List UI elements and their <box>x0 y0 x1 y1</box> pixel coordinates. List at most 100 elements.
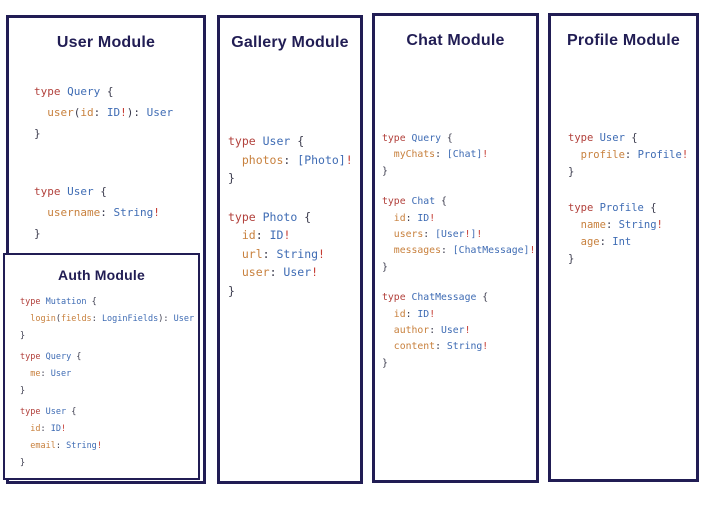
code-token: user <box>241 265 270 279</box>
code-line: photos: [Photo]! <box>228 151 353 170</box>
code-token: type <box>382 292 412 304</box>
code-token <box>20 424 30 434</box>
code-token: ! <box>476 229 483 241</box>
code-line: type Mutation { <box>20 294 194 311</box>
code-token <box>568 236 581 248</box>
code-token: Chat <box>411 196 436 208</box>
code-token: String <box>618 219 657 231</box>
code-token <box>382 341 394 352</box>
code-line: } <box>568 164 688 181</box>
code-token: Int <box>612 236 632 248</box>
code-token: } <box>382 261 388 273</box>
code-token: User <box>262 134 291 148</box>
code-token: ): <box>126 106 147 119</box>
code-token: ): <box>158 314 174 324</box>
code-line: type Chat { <box>382 194 535 210</box>
profile-module-code: type User { profile: Profile!}type Profi… <box>568 130 688 268</box>
code-token: User <box>440 325 465 337</box>
code-line: login(fields: LoginFields): User <box>20 311 194 328</box>
gallery-module-code: type User { photos: [Photo]!}type Photo … <box>228 132 353 300</box>
code-token: } <box>568 166 575 178</box>
code-block: type Query { myChats: [Chat]!} <box>382 131 535 180</box>
code-token: ! <box>429 308 436 320</box>
code-token <box>382 325 394 336</box>
code-token: : <box>599 236 613 248</box>
code-token <box>228 153 242 167</box>
code-token: String <box>276 246 319 261</box>
code-line: name: String! <box>568 217 688 234</box>
code-token: ! <box>345 152 353 167</box>
code-token: Query <box>411 133 442 144</box>
code-token: } <box>20 386 26 396</box>
code-token: { <box>441 133 453 144</box>
code-line: id: ID! <box>382 211 535 227</box>
code-token: ! <box>464 325 471 337</box>
code-block: type Mutation { login(fields: LoginField… <box>20 294 194 345</box>
code-block: type Profile { name: String! age: Int} <box>568 200 688 268</box>
code-token: { <box>476 292 489 304</box>
code-token: type <box>382 133 412 144</box>
code-token: ! <box>681 149 689 161</box>
code-token: } <box>20 331 26 341</box>
code-token: { <box>93 185 107 198</box>
code-token: : <box>423 229 436 241</box>
code-block: type User { photos: [Photo]!} <box>228 132 353 188</box>
code-line: type Profile { <box>568 200 688 217</box>
code-token: Query <box>67 85 101 98</box>
auth-module-code: type Mutation { login(fields: LoginField… <box>20 294 194 472</box>
code-token: : <box>435 341 447 353</box>
gallery-module-panel: Gallery Module type User { photos: [Phot… <box>217 15 363 484</box>
code-token: } <box>228 171 235 185</box>
code-token: ! <box>120 106 127 119</box>
code-token <box>382 309 394 320</box>
code-token: } <box>34 127 41 140</box>
code-line: profile: Profile! <box>568 147 689 164</box>
auth-module-title: Auth Module <box>58 267 145 283</box>
code-line: } <box>20 383 194 400</box>
code-token: me <box>30 369 41 379</box>
code-token: id <box>30 424 41 434</box>
code-token: : <box>435 149 447 161</box>
code-line: } <box>568 251 688 268</box>
code-token: type <box>34 185 68 198</box>
code-token: : <box>624 149 638 161</box>
code-token: ID <box>417 308 430 320</box>
code-token: User <box>67 185 94 198</box>
code-token: String <box>446 341 483 353</box>
code-token: url <box>241 246 263 261</box>
code-token <box>568 219 581 231</box>
code-token: } <box>382 165 388 177</box>
user-module-code: type Query { user(id: ID!): User}type Us… <box>34 81 173 244</box>
code-token <box>228 247 242 261</box>
code-line: users: [User!]! <box>382 227 535 243</box>
code-token: : <box>405 308 418 320</box>
code-line: } <box>382 356 535 372</box>
code-line: type User { <box>568 130 688 147</box>
code-line: url: String! <box>228 245 353 264</box>
code-token: type <box>20 352 46 362</box>
code-token: User <box>146 106 174 119</box>
code-line: user(id: ID!): User <box>34 102 173 123</box>
code-token: type <box>568 132 600 144</box>
code-token: User <box>45 407 67 417</box>
code-token: : <box>262 246 277 261</box>
code-token: ] <box>470 229 477 241</box>
code-token: User <box>50 369 72 379</box>
code-line: } <box>20 328 194 345</box>
code-line: } <box>228 282 353 301</box>
code-token: myChats <box>393 149 436 161</box>
code-line: myChats: [Chat]! <box>382 147 535 163</box>
code-token: { <box>71 352 82 362</box>
code-token: Photo <box>262 209 298 224</box>
code-token: } <box>34 227 41 240</box>
code-token: ID <box>417 212 430 224</box>
code-line: type Query { <box>382 131 535 147</box>
code-token: : <box>283 152 298 167</box>
code-token: } <box>382 357 388 369</box>
code-token: User <box>599 132 625 144</box>
code-token: [Photo] <box>297 152 346 167</box>
code-token: id <box>393 308 406 320</box>
code-token: ! <box>96 441 102 451</box>
code-token: [User <box>435 229 465 241</box>
